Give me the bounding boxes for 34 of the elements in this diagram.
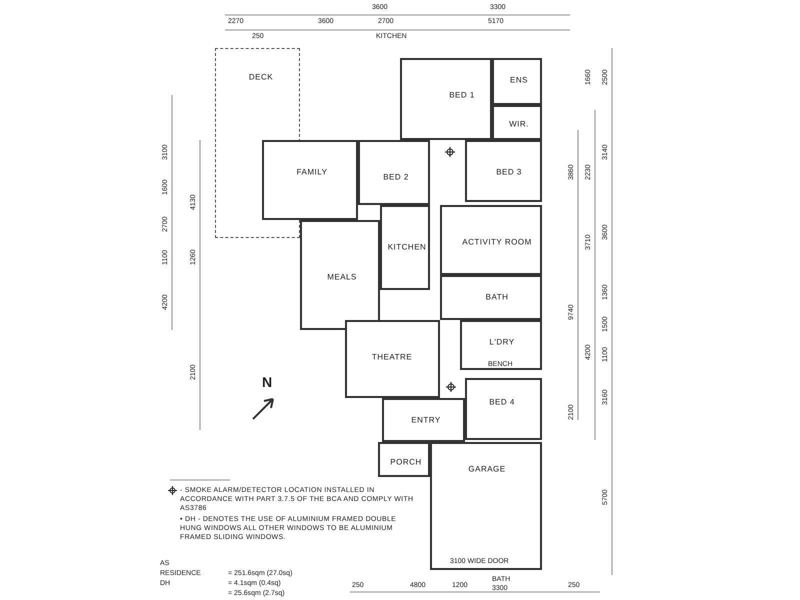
garage-room: [430, 442, 542, 570]
room-label: ENS: [510, 76, 528, 84]
room-label: BATH: [486, 292, 508, 302]
laundry-room: [460, 320, 542, 370]
theatre-room: [345, 320, 440, 398]
room-label: L'DRY: [489, 338, 515, 346]
room-label: ACTIVITY ROOM: [462, 238, 532, 246]
entry-room: [382, 398, 465, 442]
kitchen-room: [380, 205, 430, 290]
room-label: GARAGE: [468, 464, 506, 474]
bedroom: [400, 58, 492, 140]
room-label: KITCHEN: [388, 242, 426, 252]
room-label: BED 1: [449, 90, 475, 100]
room-label: MEALS: [327, 272, 357, 282]
activity-room: [440, 205, 542, 275]
bedroom: [465, 378, 542, 440]
room-label: FAMILY: [296, 168, 328, 176]
north-label: N: [262, 378, 272, 386]
room-label: ENTRY: [411, 416, 441, 424]
room-label: THEATRE: [372, 352, 412, 362]
bedroom: [465, 140, 542, 202]
room-label: PORCH: [390, 458, 422, 466]
bathroom: [440, 275, 542, 320]
room-label: WIR.: [509, 120, 529, 128]
porch-area: [378, 442, 430, 477]
room-label: BED 4: [489, 398, 515, 406]
bedroom: [358, 140, 430, 205]
family-room: [262, 140, 358, 220]
meals-room: [300, 220, 380, 330]
room-label: BED 2: [383, 172, 409, 182]
room-label: BED 3: [496, 168, 522, 176]
room-label: DECK: [248, 72, 274, 82]
ensuite-room: [492, 58, 542, 105]
wardrobe-room: [492, 105, 542, 140]
